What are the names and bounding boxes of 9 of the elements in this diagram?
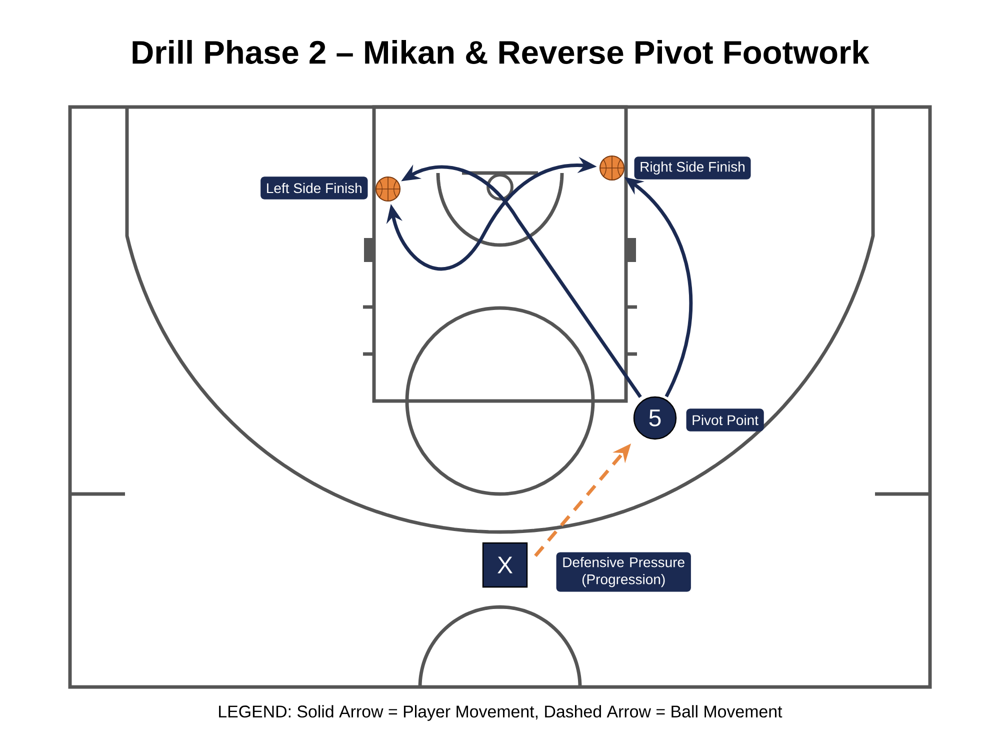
- basketball: [375, 176, 401, 202]
- label-tag: Defensive Pressure (Progression): [556, 552, 691, 592]
- basketball: [599, 155, 625, 181]
- defender-square: X: [482, 542, 528, 588]
- legend-note: LEGEND: Solid Arrow = Player Movement, Dashed Arrow = Ball Movement: [219, 705, 782, 721]
- label-tag: Left Side Finish: [260, 176, 368, 200]
- label-tag: Pivot Point: [686, 408, 764, 432]
- title: Drill Phase 2 – Mikan & Reverse Pivot Footwork: [132, 40, 870, 64]
- label-tag: Right Side Finish: [634, 156, 751, 180]
